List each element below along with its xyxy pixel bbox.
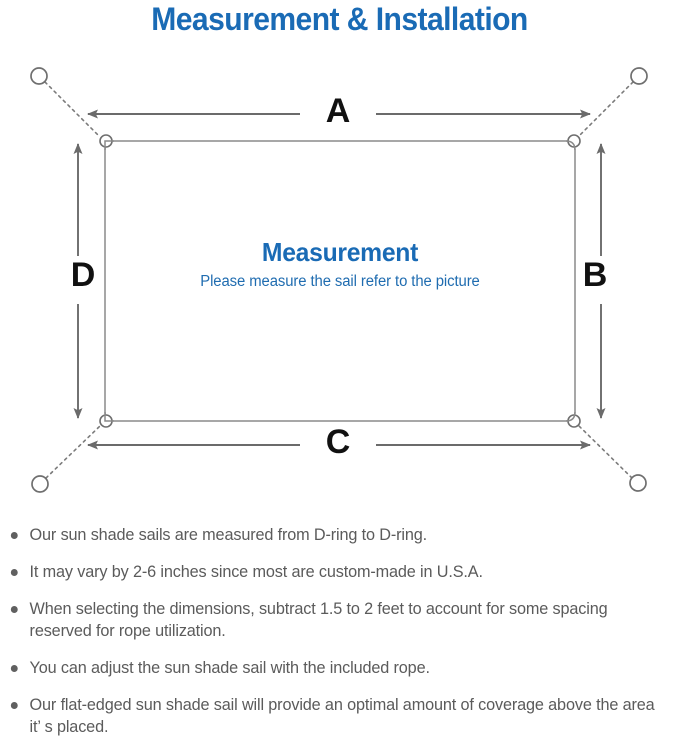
note-text: Our flat-edged sun shade sail will provi…: [29, 696, 655, 736]
d-rings: [99, 134, 581, 428]
dimension-label-c: C: [325, 423, 351, 461]
rope-lines: [44, 81, 634, 479]
bullet-icon: [10, 606, 18, 613]
d-ring-corner-overlays: [104, 140, 576, 422]
anchor-bottom-left: [31, 475, 49, 493]
notes-list: Our sun shade sails are measured from D-…: [0, 524, 679, 738]
measurement-diagram: A B C D Measurement Please measure the s…: [0, 46, 679, 516]
note-text: Our sun shade sails are measured from D-…: [29, 526, 428, 544]
note-item: When selecting the dimensions, subtract …: [0, 598, 669, 642]
dimension-label-a: A: [325, 92, 351, 130]
note-text: It may vary by 2-6 inches since most are…: [29, 563, 483, 581]
bullet-icon: [10, 532, 18, 539]
anchor-top-right: [630, 67, 648, 85]
bullet-icon: [10, 665, 18, 672]
rope-top-right: [577, 81, 634, 138]
sail-body: [104, 140, 576, 422]
rope-top-left: [44, 81, 101, 138]
rope-bottom-left: [45, 424, 102, 479]
note-text: When selecting the dimensions, subtract …: [29, 600, 608, 640]
anchor-top-left: [30, 67, 48, 85]
page-title: Measurement & Installation: [151, 1, 528, 37]
note-item: Our sun shade sails are measured from D-…: [0, 524, 669, 546]
note-item: You can adjust the sun shade sail with t…: [0, 657, 669, 679]
bullet-icon: [10, 569, 18, 576]
anchor-points: [30, 67, 648, 493]
rope-bottom-right: [577, 424, 633, 479]
bullet-icon: [10, 702, 18, 709]
note-item: Our flat-edged sun shade sail will provi…: [0, 694, 669, 738]
diagram-svg: [30, 67, 648, 493]
sail-center-text: Measurement Please measure the sail refe…: [105, 236, 575, 292]
note-item: It may vary by 2-6 inches since most are…: [0, 561, 669, 583]
note-text: You can adjust the sun shade sail with t…: [29, 659, 430, 677]
sail-center-heading: Measurement: [261, 237, 419, 267]
dimension-label-b: B: [582, 256, 608, 294]
dimension-label-d: D: [70, 256, 96, 294]
anchor-bottom-right: [629, 474, 647, 492]
sail-center-subheading: Please measure the sail refer to the pic…: [200, 273, 480, 290]
